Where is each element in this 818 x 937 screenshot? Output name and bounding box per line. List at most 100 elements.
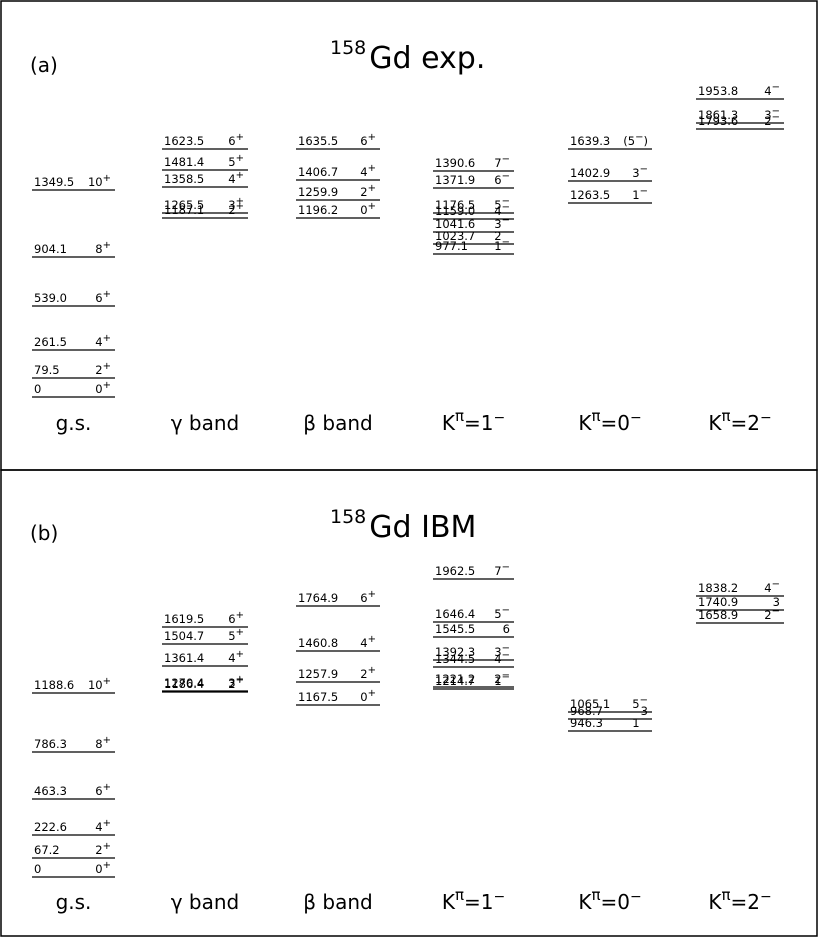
panel-a-level-1349-5-spin: 10+ — [88, 173, 111, 189]
panel-b-level-1065-1-energy: 1065.1 — [570, 697, 610, 711]
panel-a-level-1623-5-spin: 6+ — [228, 132, 244, 148]
panel-a-level-1263-5-energy: 1263.5 — [570, 188, 610, 202]
panel-b-level-1270-4-energy: 1270.4 — [164, 676, 204, 690]
panel-b-level-1504-7-spin: 5+ — [228, 627, 244, 643]
panel-b-level-1167-5-spin: 0+ — [360, 688, 376, 704]
panel-a-level-1635-5-spin: 6+ — [360, 132, 376, 148]
panel-b-level-1658-9-energy: 1658.9 — [698, 608, 738, 622]
panel-b-level-1619-5-spin: 6+ — [228, 610, 244, 626]
panel-b-level-222-6-spin: 4+ — [95, 818, 111, 834]
panel-a-level-1639-3-energy: 1639.3 — [570, 134, 610, 148]
panel-b-level-1221-2-energy: 1221.2 — [435, 672, 475, 686]
panel-a-level-539-0-energy: 539.0 — [34, 291, 67, 305]
panel-b-level-1188-6-spin: 10+ — [88, 676, 111, 692]
panel-a-level-977-1-spin: 1− — [494, 237, 510, 253]
panel-b-level-1460-8-energy: 1460.8 — [298, 636, 338, 650]
panel-b-band-label-5: Kπ=0− — [578, 886, 641, 914]
panel-a-level-904-1-energy: 904.1 — [34, 242, 67, 256]
panel-b-level-1962-5-spin: 7− — [494, 562, 510, 578]
panel-b-level-1214-7-energy: 1214.7 — [435, 674, 475, 688]
panel-b-level-222-6-energy: 222.6 — [34, 820, 67, 834]
panel-b-band-label-6: Kπ=2− — [708, 886, 771, 914]
panel-b-level-1838-2-energy: 1838.2 — [698, 581, 738, 595]
panel-b-level-1186-4-energy: 1186.4 — [164, 677, 204, 691]
panel-a-level-1259-9-spin: 2+ — [360, 183, 376, 199]
panel-b-level-1361-4-energy: 1361.4 — [164, 651, 204, 665]
panel-b-level-968-7-energy: 968.7 — [570, 704, 603, 718]
panel-a-level-1390-6-spin: 7− — [494, 154, 510, 170]
panel-b-level-1658-9-spin: 2− — [764, 606, 780, 622]
panel-b-level-1646-4-energy: 1646.4 — [435, 607, 475, 621]
panel-a-band-label-4: Kπ=1− — [442, 407, 505, 435]
panel-a-level-1041-6-energy: 1041.6 — [435, 217, 475, 231]
panel-b-level-67-2-energy: 67.2 — [34, 843, 60, 857]
panel-b-level-0-spin: 0+ — [95, 860, 111, 876]
panel-a-level-1406-7-spin: 4+ — [360, 163, 376, 179]
panel-a-level-1187-1-spin: 2+ — [228, 201, 244, 217]
panel-a-level-1358-5-energy: 1358.5 — [164, 172, 204, 186]
panel-b-level-1344-5-energy: 1344.5 — [435, 652, 475, 666]
panel-b-level-1361-4-spin: 4+ — [228, 649, 244, 665]
panel-b-level-1344-5-spin: 4− — [494, 650, 510, 666]
panel-a-level-1196-2-spin: 0+ — [360, 201, 376, 217]
panel-a-level-1390-6-energy: 1390.6 — [435, 156, 475, 170]
panel-a-level-1861-3-spin: 3− — [764, 106, 780, 122]
panel-a-level-1349-5-energy: 1349.5 — [34, 175, 74, 189]
panel-b-title-main: Gd IBM — [369, 510, 476, 545]
panel-a-title-superscript: 158 — [330, 37, 366, 59]
panel-b-level-1392-3-energy: 1392.3 — [435, 645, 475, 659]
panel-a-level-1265-5-energy: 1265.5 — [164, 198, 204, 212]
panel-a-level-1793-6-spin: 2− — [764, 112, 780, 128]
panel-a-level-1402-9-energy: 1402.9 — [570, 166, 610, 180]
panel-a-band-label-5: Kπ=0− — [578, 407, 641, 435]
panel-b-level-1186-4-spin: 2+ — [228, 675, 244, 691]
panel-b-band-label-4: Kπ=1− — [442, 886, 505, 914]
panel-a-level-1481-4-spin: 5+ — [228, 153, 244, 169]
panel-b-band-label-3: β band — [303, 890, 372, 914]
panel-b-level-1838-2-spin: 4− — [764, 579, 780, 595]
panel-b-level-67-2-spin: 2+ — [95, 841, 111, 857]
panel-a-level-1406-7-energy: 1406.7 — [298, 165, 338, 179]
panel-a-level-977-1-energy: 977.1 — [435, 239, 468, 253]
panel-a-band-label-3: β band — [303, 411, 372, 435]
panel-b-level-1764-9-spin: 6+ — [360, 589, 376, 605]
panel-a-level-1402-9-spin: 3− — [632, 164, 648, 180]
panel-a-level-1371-9-energy: 1371.9 — [435, 173, 475, 187]
panel-b-level-786-3-energy: 786.3 — [34, 737, 67, 751]
panel-a-level-1259-9-energy: 1259.9 — [298, 185, 338, 199]
panel-a-level-1623-5-energy: 1623.5 — [164, 134, 204, 148]
panel-a-level-1041-6-spin: 3− — [494, 215, 510, 231]
panel-b-level-1646-4-spin: 5− — [494, 605, 510, 621]
panel-b-level-463-3-spin: 6+ — [95, 782, 111, 798]
panel-b-level-786-3-spin: 8+ — [95, 735, 111, 751]
panel-a-level-1953-8-energy: 1953.8 — [698, 84, 738, 98]
panel-b-level-1962-5-energy: 1962.5 — [435, 564, 475, 578]
panel-a-level-261-5-spin: 4+ — [95, 333, 111, 349]
panel-a-level-1196-2-energy: 1196.2 — [298, 203, 338, 217]
panel-b-level-968-7-spin: 3 — [641, 704, 648, 718]
panel-b-level-1392-3-spin: 3− — [494, 643, 510, 659]
panel-b-level-1504-7-energy: 1504.7 — [164, 629, 204, 643]
panel-a-band-label-2: γ band — [171, 411, 240, 435]
panel-b-band-label-2: γ band — [171, 890, 240, 914]
panel-a-level-261-5-energy: 261.5 — [34, 335, 67, 349]
panel-b-level-0-energy: 0 — [34, 862, 41, 876]
panel-b-level-1257-9-energy: 1257.9 — [298, 667, 338, 681]
panel-b-level-1740-9-energy: 1740.9 — [698, 595, 738, 609]
panel-a-level-1265-5-spin: 3+ — [228, 196, 244, 212]
